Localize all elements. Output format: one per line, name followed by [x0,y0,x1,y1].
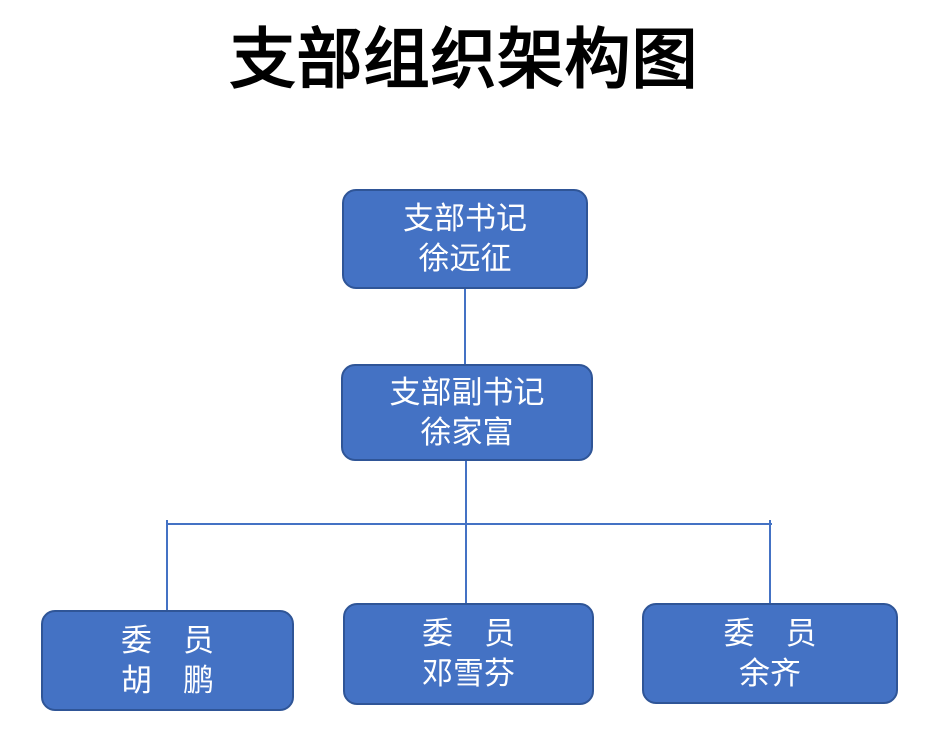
page-title: 支部组织架构图 [229,24,699,97]
node-name-label: 徐家富 [420,414,514,450]
node-name-label: 徐远征 [418,241,512,276]
connector-deputy-to-middle-member [465,459,467,604]
node-role-label: 委 员 [422,616,515,651]
node-name-label: 余齐 [739,655,801,691]
node-name-label: 胡 鹏 [121,662,214,698]
org-node-member-hu-peng[interactable]: 委 员 胡 鹏 [41,610,294,711]
node-role-label: 委 员 [723,615,817,651]
org-node-member-deng-xuefen[interactable]: 委 员 邓雪芬 [343,603,594,705]
node-role-label: 支部书记 [403,201,527,236]
connector-horizontal-bus [166,523,772,525]
node-role-label: 支部副书记 [389,374,545,410]
connector-bus-to-right-member [769,520,771,604]
node-name-label: 邓雪芬 [422,656,515,691]
node-role-label: 委 员 [121,622,214,658]
connector-bus-to-left-member [166,520,168,611]
org-node-secretary[interactable]: 支部书记 徐远征 [342,189,588,289]
org-node-member-yu-qi[interactable]: 委 员 余齐 [642,603,898,704]
connector-secretary-to-deputy [464,287,466,365]
org-node-deputy-secretary[interactable]: 支部副书记 徐家富 [341,364,593,461]
